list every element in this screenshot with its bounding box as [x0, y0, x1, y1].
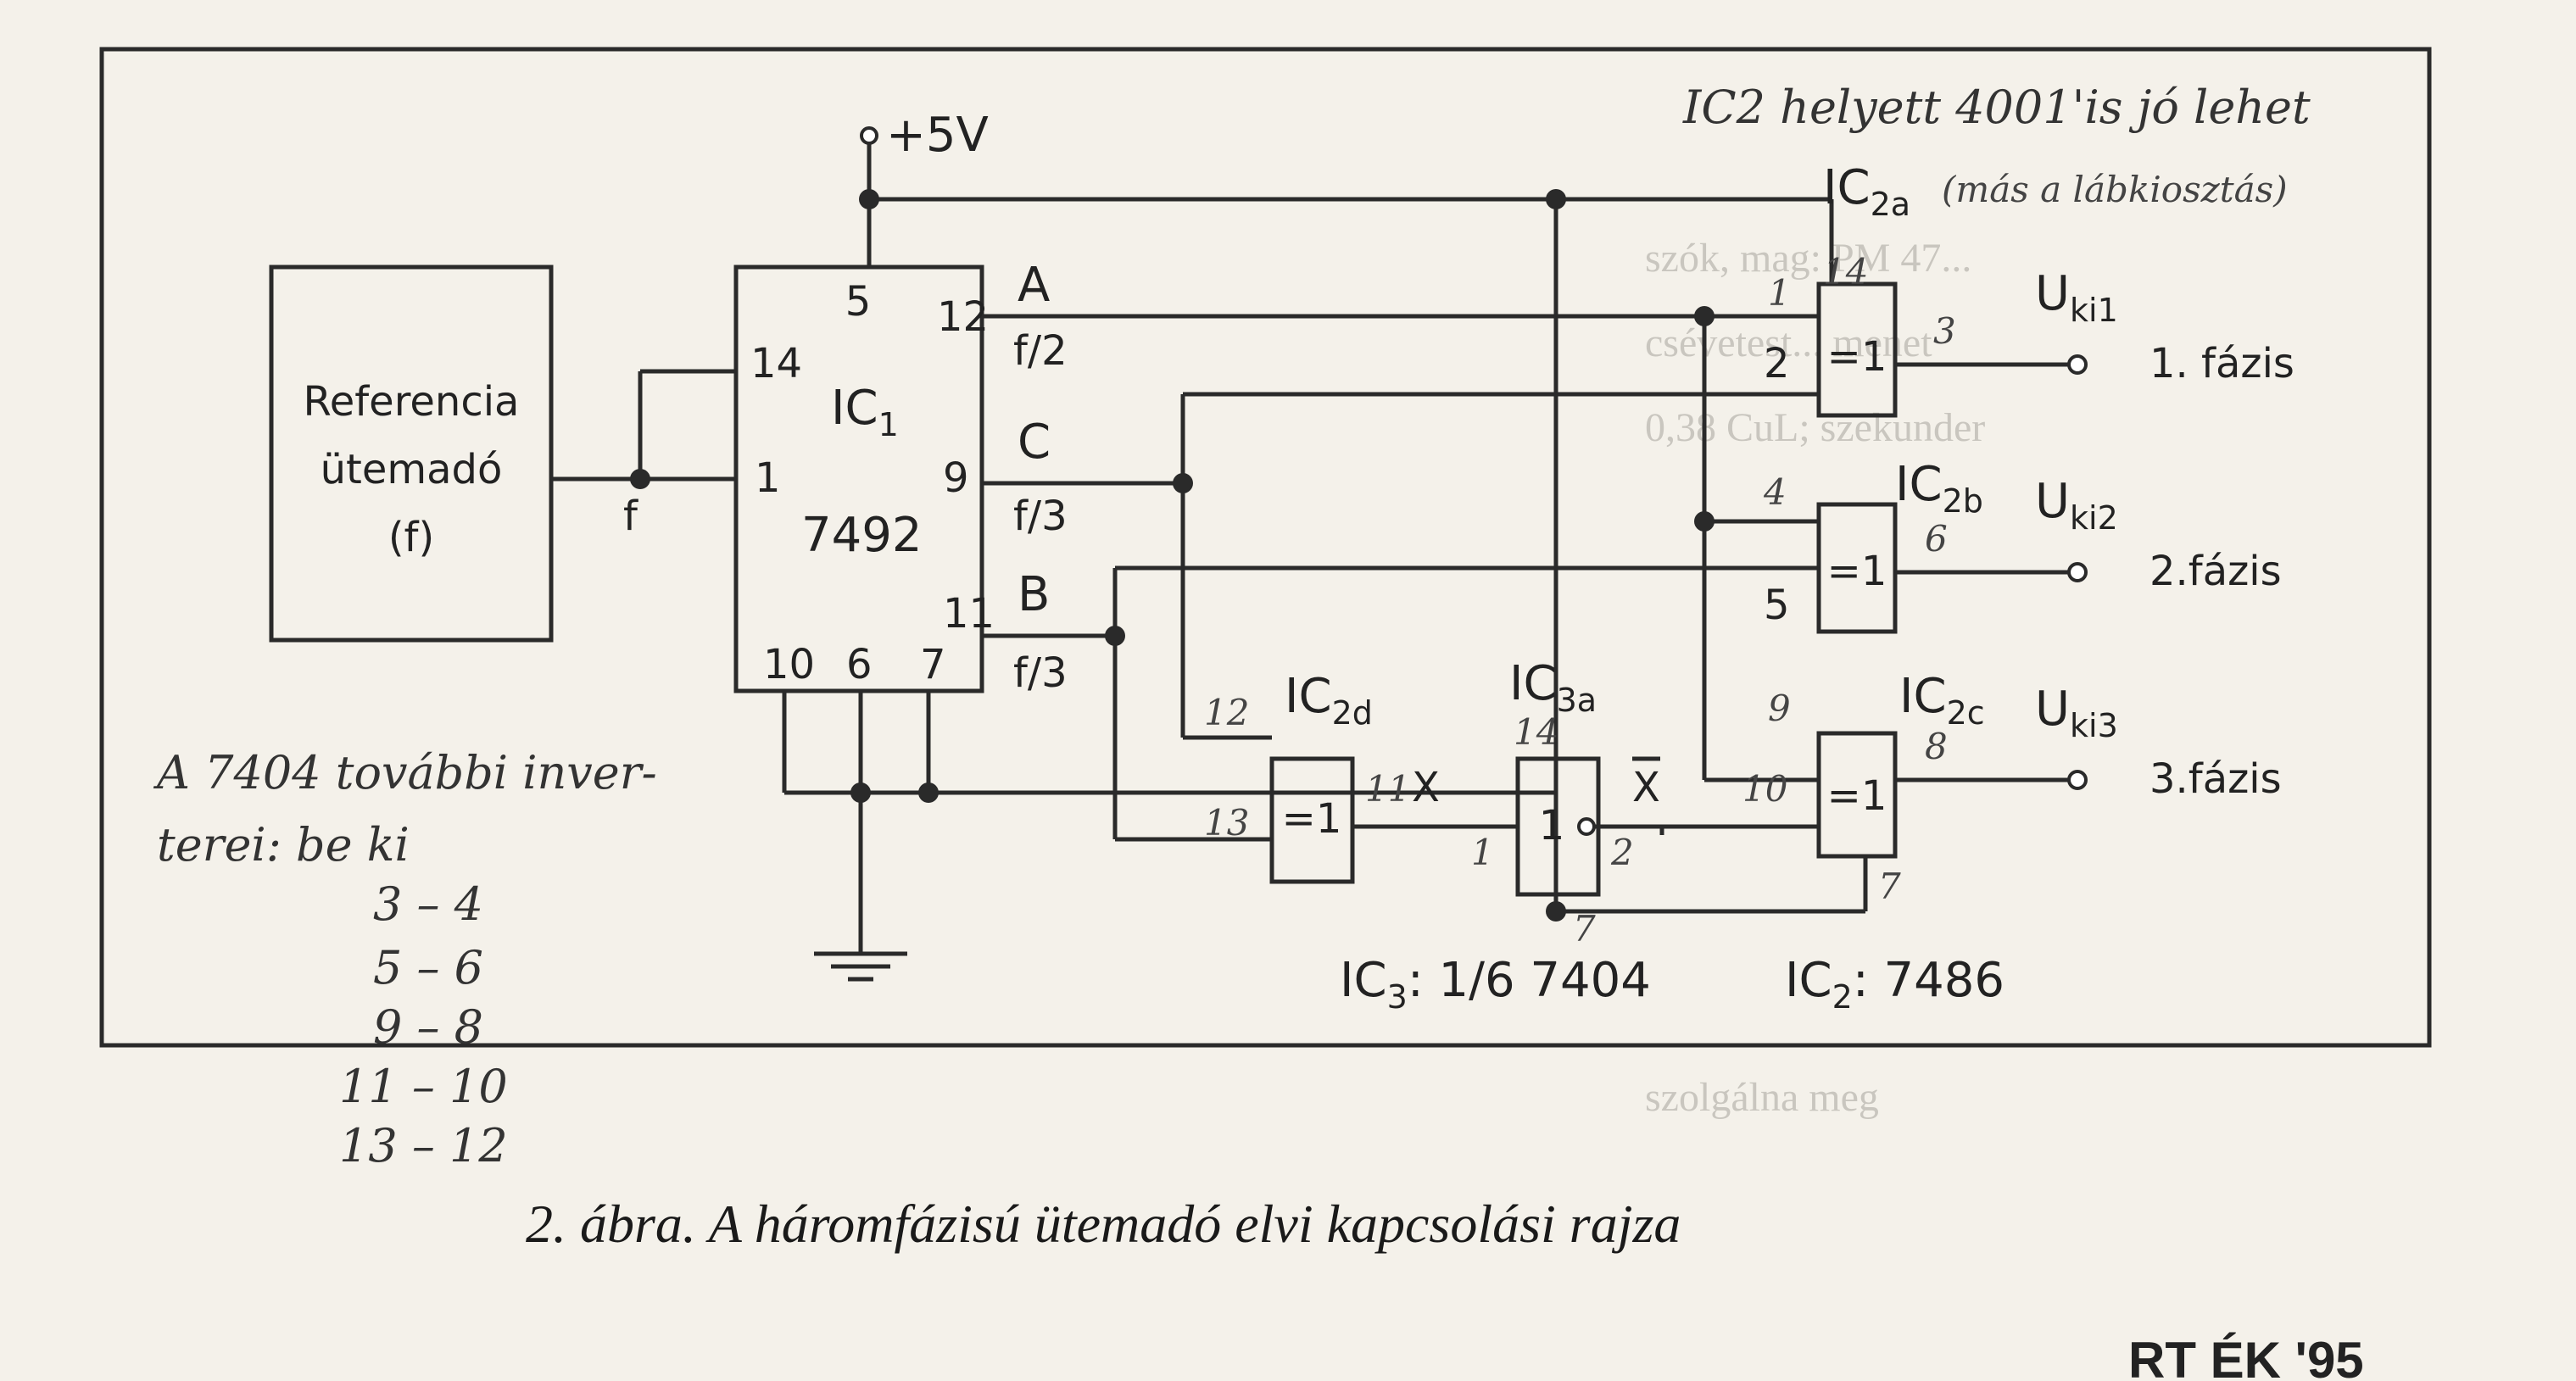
- ic2b-symbol: =1: [1827, 548, 1887, 595]
- ic3a-pin-14: 14: [1514, 711, 1558, 753]
- node-dot: [850, 782, 871, 803]
- supply-label: +5V: [886, 108, 989, 163]
- ic2-part-label: IC2: 7486: [1785, 953, 2004, 1016]
- f-net-wires: [551, 369, 736, 482]
- ic2a-pin-out: 3: [1933, 310, 1956, 352]
- ic2d-symbol: =1: [1282, 795, 1342, 843]
- ic2d-pin-in1: 12: [1204, 692, 1249, 733]
- node-dot: [918, 782, 939, 803]
- ic2d-name: IC2d: [1285, 669, 1373, 732]
- ic1-out-a: A: [1018, 258, 1050, 313]
- output-terminal-1: [2067, 354, 2088, 375]
- svg-text:szók, mag: PM 47...: szók, mag: PM 47...: [1645, 236, 1971, 281]
- output-1-name: Uki1: [2035, 266, 2118, 329]
- ic1-name: IC1: [831, 381, 899, 443]
- figure-frame: [99, 47, 2432, 1048]
- net-f-label: f: [623, 493, 638, 540]
- reference-line2: ütemadó: [321, 446, 503, 493]
- node-dot: [1694, 511, 1715, 532]
- ic2c-pin-in2: 10: [1742, 768, 1787, 810]
- output-2-phase: 2.fázis: [2149, 548, 2282, 595]
- ic1-out-c-freq: f/3: [1013, 493, 1068, 540]
- ic2a-gate: [1816, 281, 1898, 418]
- output-3-name: Uki3: [2035, 682, 2118, 744]
- ic2a-pin-in2: 2: [1764, 340, 1790, 387]
- ic1-pin-14: 14: [750, 340, 802, 387]
- ic2b-pin-in2: 5: [1764, 582, 1790, 629]
- output-terminal-2: [2067, 562, 2088, 582]
- note-pair-5: 13 – 12: [339, 1119, 508, 1172]
- ic1-pin-12: 12: [937, 293, 989, 341]
- ic1-out-c: C: [1018, 415, 1051, 470]
- ic2c-pin-in1: 9: [1768, 688, 1791, 729]
- ic1-type: 7492: [801, 508, 923, 563]
- figure-caption: 2. ábra. A háromfázisú ütemadó elvi kapc…: [526, 1194, 1681, 1254]
- reference-line1: Referencia: [304, 378, 520, 426]
- ic1-out-b-freq: f/3: [1013, 649, 1068, 697]
- svg-text:csévetest... menet: csévetest... menet: [1645, 320, 1932, 365]
- ic3a-symbol: 1: [1539, 802, 1565, 849]
- note-bottom-line2: terei: be ki: [157, 818, 410, 871]
- ic2c-name: IC2c: [1899, 669, 1985, 732]
- output-terminal-3: [2067, 770, 2088, 790]
- ic2b-name: IC2b: [1895, 457, 1983, 520]
- note-top-line1: IC2 helyett 4001'is jó lehet: [1682, 81, 2311, 134]
- output-1-phase: 1. fázis: [2149, 340, 2294, 387]
- ic2c-symbol: =1: [1827, 772, 1887, 820]
- ic2a-pin-in1: 1: [1768, 272, 1791, 314]
- ic2b-pin-out: 6: [1925, 518, 1948, 560]
- ic2c-gate: [1816, 731, 1898, 859]
- note-bottom-line1: A 7404 további inver-: [153, 746, 657, 799]
- net-x-label: X: [1412, 764, 1440, 811]
- ic3a-pin-7: 7: [1573, 908, 1596, 949]
- ic1-pin-7: 7: [920, 641, 946, 688]
- note-pair-4: 11 – 10: [339, 1060, 508, 1113]
- ic2a-pin-14: 14: [1823, 251, 1868, 292]
- note-top-line2: (más a lábkiosztás): [1942, 169, 2288, 210]
- ic1-ground-wires: [782, 691, 1556, 982]
- ic2b-gate: [1816, 502, 1898, 634]
- ic3a-inverter-bubble: [1577, 817, 1596, 836]
- ic2d-pin-out: 11: [1365, 768, 1410, 810]
- ic2a-symbol: =1: [1827, 333, 1887, 381]
- node-dot: [630, 469, 650, 489]
- ic3a-pin-out: 2: [1610, 832, 1634, 873]
- net-xbar-label: X: [1632, 764, 1660, 811]
- ic1-pin-9: 9: [943, 454, 969, 502]
- ic1-pin-1: 1: [755, 454, 781, 502]
- ic1-pin-6: 6: [846, 641, 873, 688]
- ic3a-pin-in: 1: [1471, 832, 1494, 873]
- page-footer: RT ÉK '95: [2128, 1332, 2364, 1381]
- ic2b-pin-in1: 4: [1763, 471, 1787, 513]
- node-dot: [1546, 189, 1566, 209]
- supply-terminal: [860, 126, 878, 145]
- ic1-pin-11: 11: [943, 590, 995, 638]
- ic3a-name: IC3a: [1509, 656, 1597, 719]
- ic2c-pin-7: 7: [1878, 866, 1901, 907]
- ic1-pin-5: 5: [845, 278, 872, 326]
- ic2d-gate: [1269, 756, 1355, 884]
- ic2d-pin-in2: 13: [1204, 802, 1249, 844]
- ic1-out-b: B: [1018, 567, 1050, 622]
- reference-block: [269, 265, 554, 643]
- ic1-out-a-freq: f/2: [1013, 327, 1068, 375]
- svg-text:szolgálna meg: szolgálna meg: [1645, 1075, 1879, 1120]
- output-2-name: Uki2: [2035, 474, 2118, 537]
- ic1-pin-10: 10: [763, 641, 815, 688]
- output-3-phase: 3.fázis: [2149, 755, 2282, 803]
- svg-text:0,38 CuL; szekunder: 0,38 CuL; szekunder: [1645, 405, 1985, 450]
- note-pair-3: 9 – 8: [373, 1000, 483, 1054]
- ic3-part-label: IC3: 1/6 7404: [1340, 953, 1651, 1016]
- note-pair-2: 5 – 6: [373, 941, 483, 994]
- ic2c-pin-out: 8: [1925, 726, 1948, 767]
- ic2a-name: IC2a: [1823, 160, 1910, 223]
- reference-line3: (f): [388, 514, 434, 561]
- bleed-through-text: szók, mag: PM 47... csévetest... menet 0…: [1645, 236, 1985, 1120]
- note-pair-1: 3 – 4: [373, 877, 483, 931]
- node-dot: [859, 189, 879, 209]
